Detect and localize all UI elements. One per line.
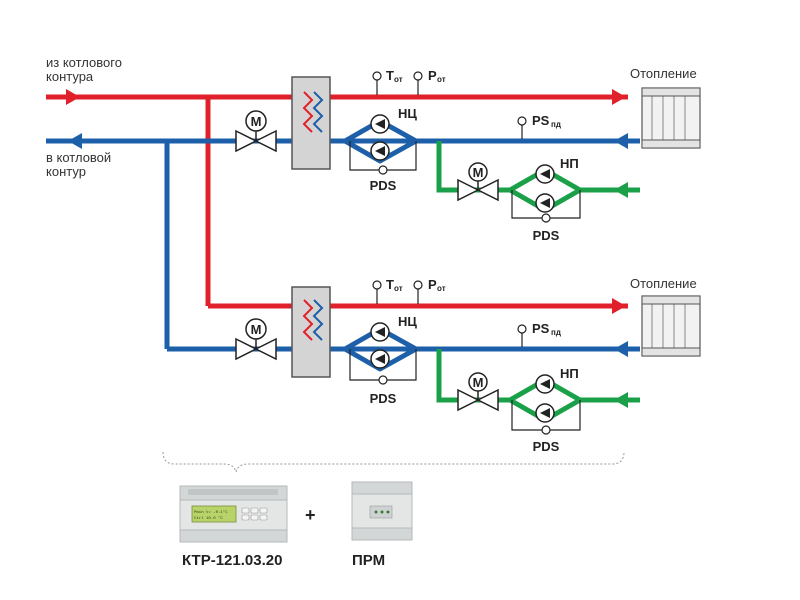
pds-label: PDS <box>370 391 397 406</box>
svg-text:от: от <box>394 284 403 293</box>
controller-device: Pmin t= -0.1°C Ctrl 10.0 °C <box>179 485 288 543</box>
return-arrow-from-heating <box>614 341 628 357</box>
pds-label: PDS <box>533 228 560 243</box>
heat-exchanger <box>291 286 331 378</box>
make-up-pump-label: НП <box>560 156 579 171</box>
to-boiler-label-line1: в котловой <box>46 150 111 165</box>
make-up-valve: M <box>457 372 499 412</box>
svg-text:M: M <box>473 165 484 180</box>
supply-arrow-to-heating <box>612 89 626 105</box>
svg-text:пд: пд <box>551 328 561 337</box>
svg-text:P: P <box>428 68 437 83</box>
circulation-pump-group: НЦ PDS <box>342 106 419 193</box>
radiator <box>641 295 701 357</box>
pds-label: PDS <box>533 439 560 454</box>
svg-text:пд: пд <box>551 120 561 129</box>
motor-label: M <box>251 322 262 337</box>
motorized-valve: M <box>235 318 277 361</box>
heating-label: Отопление <box>630 66 697 81</box>
return-outlet-arrow <box>68 133 82 149</box>
svg-text:M: M <box>473 375 484 390</box>
heat-exchanger <box>291 76 331 170</box>
expansion-module <box>351 481 413 541</box>
plus-sign: + <box>305 505 316 525</box>
make-up-valve: M <box>457 162 499 202</box>
circulation-pump-label: НЦ <box>398 106 417 121</box>
from-boiler-label-line1: из котлового <box>46 55 122 70</box>
module-label: ПРМ <box>352 552 385 569</box>
ps-sensor: PS пд <box>517 113 561 139</box>
motorized-valve: M <box>235 110 277 153</box>
circuit-1: M T от P от НЦ <box>208 66 701 243</box>
supply-inlet-arrow <box>66 89 80 105</box>
svg-text:PS: PS <box>532 321 550 336</box>
svg-text:PS: PS <box>532 113 550 128</box>
svg-text:T: T <box>386 68 394 83</box>
circulation-pump-label: НЦ <box>398 314 417 329</box>
circulation-pump-group: НЦ PDS <box>342 314 419 406</box>
from-boiler-label-line2: контура <box>46 69 94 84</box>
return-arrow-from-heating <box>614 133 628 149</box>
svg-text:P: P <box>428 277 437 292</box>
dotted-bracket <box>162 451 625 473</box>
svg-text:T: T <box>386 277 394 292</box>
pressure-sensor: P от <box>413 277 446 304</box>
make-up-pump-label: НП <box>560 366 579 381</box>
to-boiler-label-line2: контур <box>46 164 86 179</box>
ps-sensor: PS пд <box>517 321 561 347</box>
svg-text:от: от <box>437 284 446 293</box>
heating-label: Отопление <box>630 276 697 291</box>
make-up-branch: M НП PDS <box>436 349 640 454</box>
svg-text:от: от <box>394 75 403 84</box>
temperature-sensor: T от <box>372 277 403 304</box>
motor-label: M <box>251 114 262 129</box>
pds-label: PDS <box>370 178 397 193</box>
svg-text:от: от <box>437 75 446 84</box>
pressure-sensor: P от <box>413 68 446 95</box>
temperature-sensor: T от <box>372 68 403 95</box>
controller-label: КТР-121.03.20 <box>182 552 282 569</box>
radiator <box>641 87 701 149</box>
svg-text:Pmin t= -0.1°C: Pmin t= -0.1°C <box>194 510 228 515</box>
supply-arrow-to-heating <box>612 298 626 314</box>
svg-text:Ctrl 10.0 °C: Ctrl 10.0 °C <box>194 516 223 521</box>
circuit-2: M T от P от НЦ PDS <box>167 276 701 454</box>
make-up-branch: M НП PDS <box>436 141 640 243</box>
